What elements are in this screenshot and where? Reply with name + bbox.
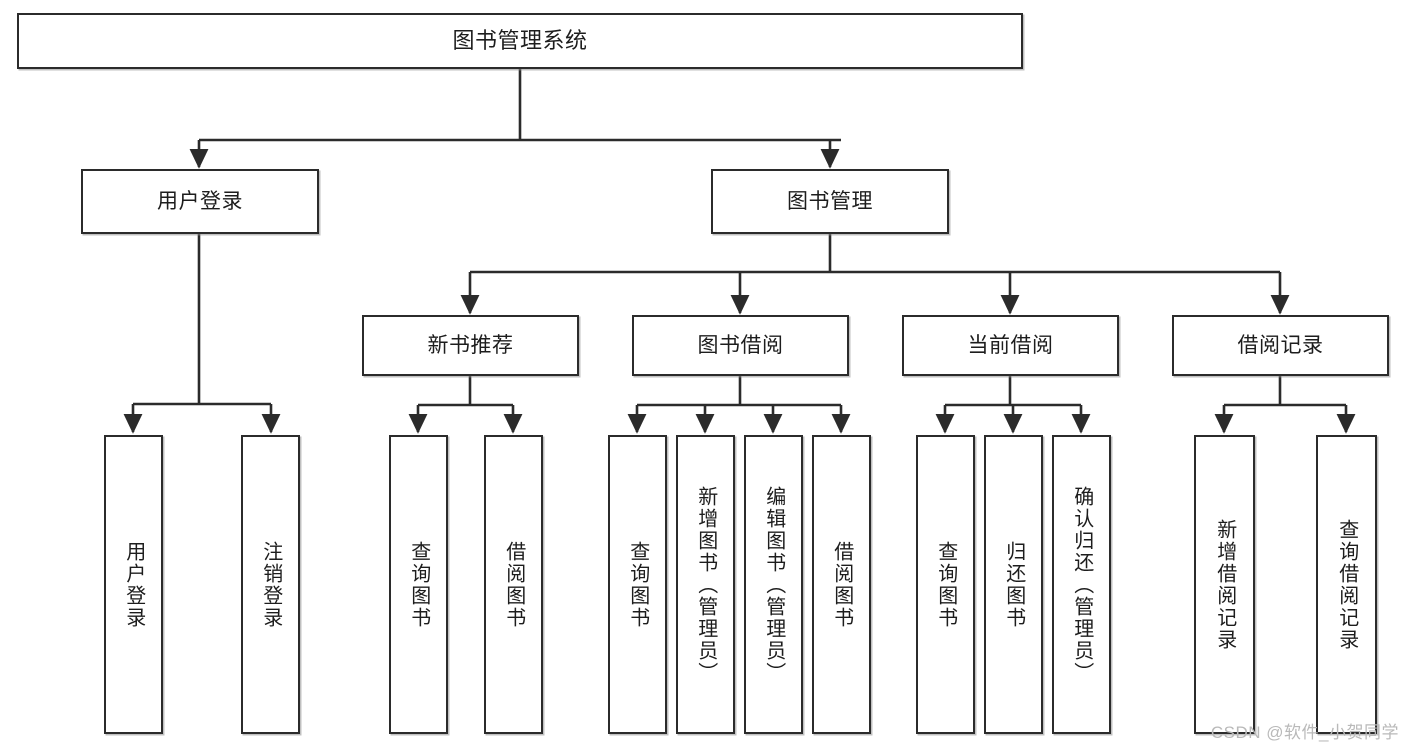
leaf-current-query-book[interactable]: 查询图书 bbox=[916, 435, 975, 734]
node-current-borrow[interactable]: 当前借阅 bbox=[902, 315, 1119, 376]
node-root-label: 图书管理系统 bbox=[452, 27, 588, 53]
leaf-borrow-add-book[interactable]: 新增图书（管理员） bbox=[676, 435, 735, 734]
leaf-label: 新增借阅记录 bbox=[1213, 518, 1236, 651]
node-user-login[interactable]: 用户登录 bbox=[81, 169, 319, 234]
node-borrow-record-label: 借阅记录 bbox=[1237, 333, 1324, 357]
csdn-watermark: CSDN @软件_小贺同学 bbox=[1210, 723, 1399, 742]
leaf-record-query-record[interactable]: 查询借阅记录 bbox=[1316, 435, 1377, 734]
node-book-management[interactable]: 图书管理 bbox=[711, 169, 949, 234]
leaf-user-login-login[interactable]: 用户登录 bbox=[104, 435, 163, 734]
leaf-label: 查询图书 bbox=[626, 540, 649, 629]
leaf-label: 查询借阅记录 bbox=[1335, 518, 1358, 651]
node-root[interactable]: 图书管理系统 bbox=[17, 13, 1023, 69]
node-user-login-label: 用户登录 bbox=[157, 189, 243, 213]
leaf-label: 查询图书 bbox=[934, 540, 957, 629]
leaf-label: 借阅图书 bbox=[830, 540, 853, 629]
leaf-borrow-query-book[interactable]: 查询图书 bbox=[608, 435, 667, 734]
node-book-management-label: 图书管理 bbox=[787, 189, 873, 213]
leaf-borrow-edit-book[interactable]: 编辑图书（管理员） bbox=[744, 435, 803, 734]
node-book-borrow-label: 图书借阅 bbox=[697, 333, 784, 357]
leaf-user-login-logout[interactable]: 注销登录 bbox=[241, 435, 300, 734]
node-current-borrow-label: 当前借阅 bbox=[967, 333, 1054, 357]
leaf-label: 归还图书 bbox=[1002, 540, 1025, 629]
leaf-label: 用户登录 bbox=[122, 540, 145, 629]
leaf-record-add-record[interactable]: 新增借阅记录 bbox=[1194, 435, 1255, 734]
leaf-current-return-book[interactable]: 归还图书 bbox=[984, 435, 1043, 734]
node-new-book-recommend-label: 新书推荐 bbox=[427, 333, 514, 357]
leaf-label: 查询图书 bbox=[407, 540, 430, 629]
leaf-borrow-borrow-book[interactable]: 借阅图书 bbox=[812, 435, 871, 734]
leaf-label: 确认归还（管理员） bbox=[1070, 485, 1093, 684]
leaf-label: 新增图书（管理员） bbox=[694, 485, 717, 684]
node-new-book-recommend[interactable]: 新书推荐 bbox=[362, 315, 579, 376]
leaf-label: 编辑图书（管理员） bbox=[762, 485, 785, 684]
leaf-label: 注销登录 bbox=[259, 540, 282, 629]
leaf-new-book-query[interactable]: 查询图书 bbox=[389, 435, 448, 734]
node-book-borrow[interactable]: 图书借阅 bbox=[632, 315, 849, 376]
leaf-current-confirm-return[interactable]: 确认归还（管理员） bbox=[1052, 435, 1111, 734]
leaf-label: 借阅图书 bbox=[502, 540, 525, 629]
node-borrow-record[interactable]: 借阅记录 bbox=[1172, 315, 1389, 376]
leaf-new-book-borrow[interactable]: 借阅图书 bbox=[484, 435, 543, 734]
